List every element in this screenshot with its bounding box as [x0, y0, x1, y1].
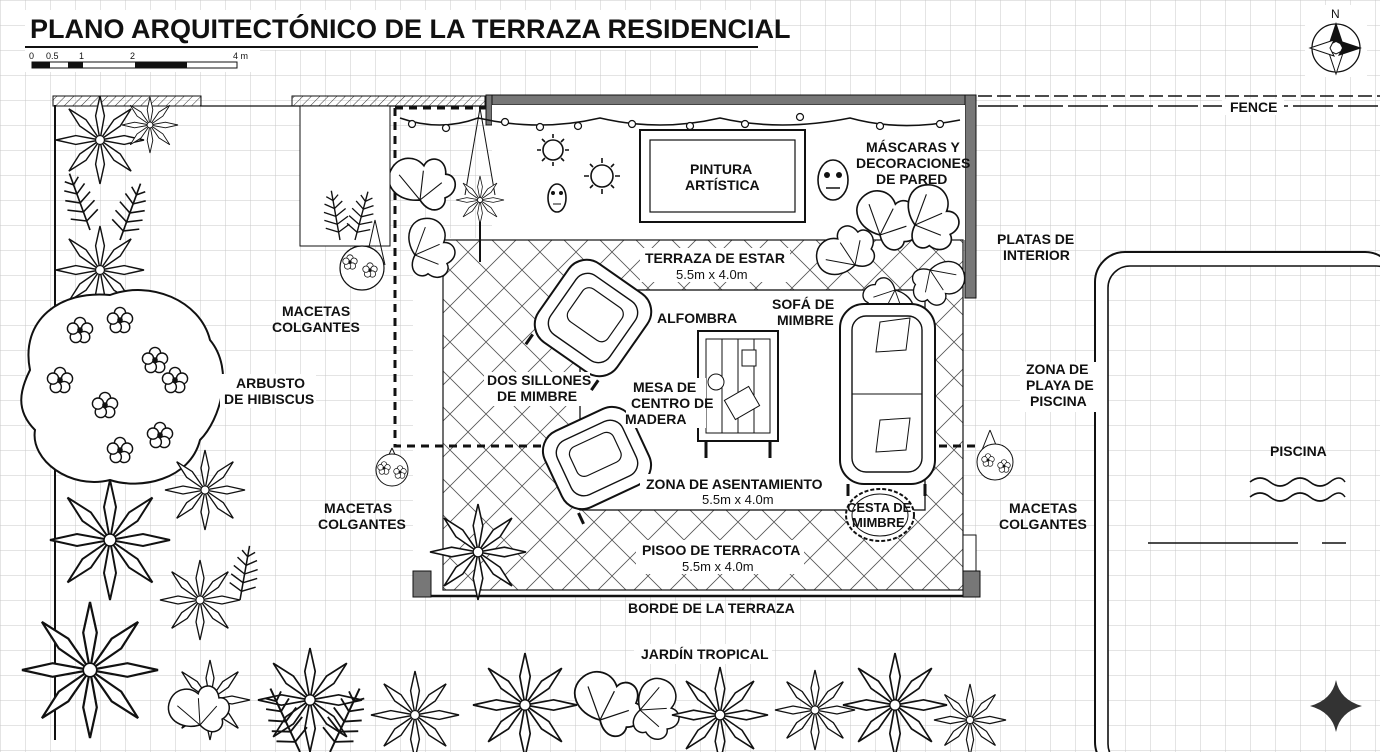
painting-label-1: PINTURA: [690, 161, 752, 177]
garden-label: JARDÍN TROPICAL: [641, 646, 769, 662]
north-arrow-icon: N: [1305, 5, 1367, 77]
interior-plants-label-2: INTERIOR: [1003, 247, 1070, 263]
masks-label-1: MÁSCARAS Y: [866, 139, 961, 155]
terrace-edge-label: BORDE DE LA TERRAZA: [628, 600, 795, 616]
scale-tick-2: 2: [130, 51, 135, 61]
wicker-sofa: [839, 303, 936, 496]
hibiscus-label-2: DE HIBISCUS: [224, 391, 314, 407]
armchair-top: [524, 258, 653, 391]
hanging-pot-left: [375, 447, 409, 487]
pool-deck-label-2: PLAYA DE: [1026, 377, 1094, 393]
hanging-pots-top-label-1: MACETAS: [282, 303, 350, 319]
sofa-label-1: SOFÁ DE: [772, 296, 834, 312]
armchairs-label-1: DOS SILLONES: [487, 372, 591, 388]
rug-label: ALFOMBRA: [657, 310, 737, 326]
coffee-table-label-3: MADERA: [625, 411, 686, 427]
scale-tick-05: 0.5: [46, 51, 59, 61]
hanging-pot-top: [339, 107, 504, 291]
seating-zone-dim: 5.5m x 4.0m: [702, 492, 774, 507]
basket-label-2: MIMBRE: [852, 515, 905, 530]
wicker-basket: [845, 488, 915, 542]
hanging-pot-right: [976, 429, 1014, 481]
left-garden: [20, 96, 264, 740]
agave-plant: [430, 504, 526, 600]
plan-title: PLANO ARQUITECTÓNICO DE LA TERRAZA RESID…: [30, 13, 791, 44]
armchairs-label-2: DE MIMBRE: [497, 388, 577, 404]
living-terrace-dim: 5.5m x 4.0m: [676, 267, 748, 282]
scale-tick-4: 4 m: [233, 51, 248, 61]
pool-deck-label-1: ZONA DE: [1026, 361, 1088, 377]
interior-plants-label-1: PLATAS DE: [997, 231, 1074, 247]
left-wall-plants: [299, 105, 469, 289]
sparkle-icon: [1310, 680, 1362, 732]
hibiscus-label-1: ARBUSTO: [236, 375, 305, 391]
coffee-table-label-1: MESA DE: [633, 379, 696, 395]
masks-label-3: DE PARED: [876, 171, 947, 187]
pool-label: PISCINA: [1270, 443, 1327, 459]
basket-label-1: CESTA DE: [847, 500, 912, 515]
fence: FENCE: [978, 95, 1380, 115]
fence-label: FENCE: [1230, 99, 1277, 115]
north-label: N: [1331, 7, 1340, 21]
sofa-label-2: MIMBRE: [777, 312, 834, 328]
wall-decoration-icons: [537, 134, 849, 213]
armchair-bottom: [541, 405, 658, 525]
hanging-pots-left-label-2: COLGANTES: [318, 516, 406, 532]
hanging-pots-top-label-2: COLGANTES: [272, 319, 360, 335]
art-painting: PINTURA ARTÍSTICA: [639, 129, 806, 223]
pool: PISCINA: [1094, 251, 1380, 752]
hanging-pots-right-label-1: MACETAS: [1009, 500, 1077, 516]
scale-bar: 0 0.5 1 2 4 m: [25, 50, 260, 72]
hanging-pots-left-label-1: MACETAS: [324, 500, 392, 516]
scale-tick-1: 1: [79, 51, 84, 61]
pool-deck-label-3: PISCINA: [1030, 393, 1087, 409]
painting-label-2: ARTÍSTICA: [685, 177, 760, 193]
seating-zone-label: ZONA DE ASENTAMIENTO: [646, 476, 823, 492]
living-terrace-label: TERRAZA DE ESTAR: [645, 250, 785, 266]
masks-label-2: DECORACIONES: [856, 155, 970, 171]
floor-label: PISOO DE TERRACOTA: [642, 542, 800, 558]
scale-tick-0: 0: [29, 51, 34, 61]
coffee-table-label-2: CENTRO DE: [631, 395, 713, 411]
coffee-table: [697, 330, 779, 458]
hanging-pots-right-label-2: COLGANTES: [999, 516, 1087, 532]
floor-dim: 5.5m x 4.0m: [682, 559, 754, 574]
